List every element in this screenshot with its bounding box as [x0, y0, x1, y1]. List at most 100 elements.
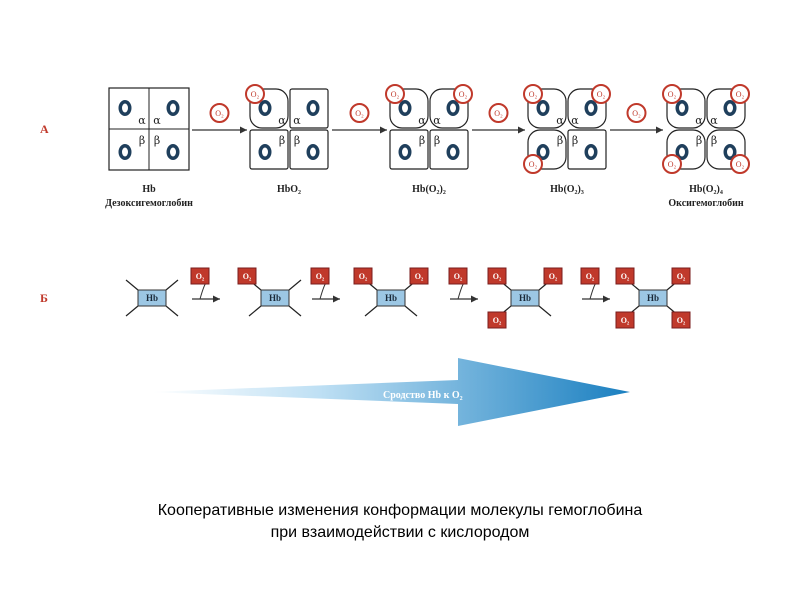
schematic-stage-2: HbO₂ [237, 267, 302, 317]
oxygen-square-label: O₂ [493, 272, 502, 281]
oxygen-square-icon [615, 311, 635, 329]
heme-core-icon [402, 147, 408, 157]
reaction-arrow-a-2: O₂ [332, 103, 387, 134]
reaction-arrow-b-2: O₂ [310, 267, 340, 303]
row-a-label: А [40, 122, 49, 136]
beta-subunit-label: β [154, 134, 160, 147]
schematic-stage-1: Hb [125, 279, 179, 317]
oxygen-ligand-icon [453, 84, 473, 104]
hb-core-label: Hb [146, 293, 158, 303]
beta-subunit-label: β [139, 134, 145, 147]
beta-subunit-label: β [434, 134, 440, 147]
heme-core-icon [310, 103, 316, 113]
oxygen-square-label: O₂ [493, 316, 502, 325]
oxygen-square-label: O₂ [677, 316, 686, 325]
oxygen-square-label: O₂ [196, 272, 205, 281]
subunit-arm [404, 305, 418, 317]
hb-core-label: Hb [385, 293, 397, 303]
ligand-entry-curve [319, 282, 327, 300]
hb-core-label: Hb [647, 293, 659, 303]
oxygen-ligand-label: O₂ [632, 109, 641, 118]
beta-subunit-label: β [572, 134, 578, 147]
oxygen-square-icon [543, 267, 563, 285]
alpha-subunit-label: α [571, 114, 579, 127]
oxygen-ligand-label: O₂ [736, 160, 745, 169]
subunit-arm [125, 279, 139, 291]
subunit-arm [165, 279, 179, 291]
hb-core [260, 289, 290, 307]
hb-core [376, 289, 406, 307]
stage-name: HbO₂ [277, 184, 301, 195]
oxygen-square-icon [615, 267, 635, 285]
alpha-subunit-label: α [695, 114, 703, 127]
beta-subunit-label: β [279, 134, 285, 147]
oxygen-ligand-label: O₂ [529, 160, 538, 169]
heme-core-icon [679, 103, 685, 113]
oxygen-ligand-label: O₂ [391, 90, 400, 99]
alpha-subunit-label: α [433, 114, 441, 127]
oxygen-square-label: O₂ [359, 272, 368, 281]
reaction-arrow-b-3: O₂ [448, 267, 478, 303]
alpha-subunit-label: α [418, 114, 426, 127]
heme-core-icon [170, 103, 176, 113]
caption-line-1: Кооперативные изменения конформации моле… [157, 502, 643, 519]
oxygen-ligand-icon [662, 154, 682, 174]
subunit-arm [125, 305, 139, 317]
alpha-subunit-label: α [138, 114, 146, 127]
oxygen-ligand-icon [662, 84, 682, 104]
ligand-entry-curve [199, 282, 207, 300]
reaction-arrow-a-4: O₂ [610, 103, 663, 134]
oxygen-ligand-label: O₂ [215, 109, 224, 118]
heme-core-icon [262, 147, 268, 157]
hb-core-label: Hb [519, 293, 531, 303]
heme-core-icon [540, 147, 546, 157]
subunit-arm [165, 305, 179, 317]
stage-name: Hb(O₂)₂ [412, 184, 446, 195]
oxygen-ligand-icon [626, 103, 647, 123]
alpha-subunit-label: α [278, 114, 286, 127]
beta-subunit-label: β [696, 134, 702, 147]
oxygen-ligand-icon [591, 84, 611, 104]
oxygen-square-icon [580, 267, 600, 285]
oxygen-ligand-label: O₂ [736, 90, 745, 99]
oxygen-square-icon [487, 267, 507, 285]
oxygen-square-label: O₂ [621, 272, 630, 281]
oxygen-square-icon [190, 267, 210, 285]
heme-core-icon [402, 103, 408, 113]
oxygen-square-icon [671, 267, 691, 285]
beta-subunit-label: β [294, 134, 300, 147]
hb-core [510, 289, 540, 307]
stage-subname: Дезоксигемоглобин [105, 198, 193, 209]
oxygen-ligand-icon [385, 84, 405, 104]
heme-core-icon [588, 103, 594, 113]
alpha-subunit-label: α [153, 114, 161, 127]
oxygen-square-label: O₂ [454, 272, 463, 281]
oxygen-square-icon [237, 267, 257, 285]
alpha-subunit-label: α [293, 114, 301, 127]
figure-caption: Кооперативные изменения конформации моле… [0, 500, 800, 544]
heme-core-icon [122, 147, 128, 157]
oxygen-ligand-label: O₂ [494, 109, 503, 118]
heme-core-icon [450, 103, 456, 113]
oxygen-square-label: O₂ [621, 316, 630, 325]
stage-name: Hb [142, 184, 156, 195]
reaction-arrow-a-3: O₂ [472, 103, 525, 134]
ligand-entry-curve [589, 282, 597, 300]
affinity-arrow-label: Сродство Hb к O₂ [383, 390, 463, 401]
heme-core-icon [170, 147, 176, 157]
oxygen-ligand-icon [730, 84, 750, 104]
caption-line-2: при взаимодействии с кислородом [270, 524, 530, 541]
heme-core-icon [310, 147, 316, 157]
reaction-arrow-b-1: O₂ [190, 267, 220, 303]
heme-core-icon [588, 147, 594, 157]
oxygen-square-icon [671, 311, 691, 329]
oxygen-ligand-icon [209, 103, 230, 123]
alpha-subunit-label: α [556, 114, 564, 127]
